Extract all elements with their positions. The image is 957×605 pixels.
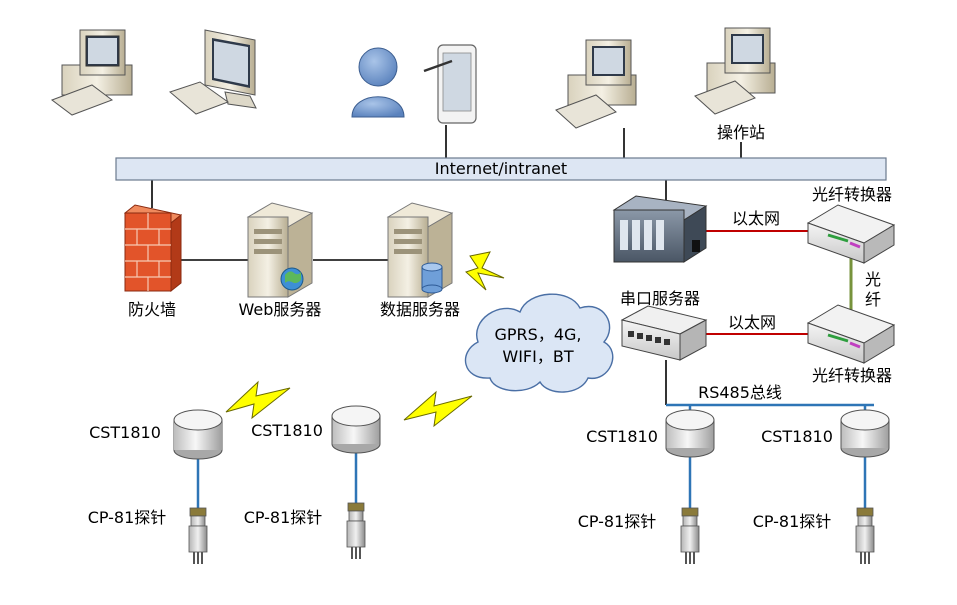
probe-icon-1 xyxy=(188,507,208,564)
probe-label-2: CP-81探针 xyxy=(244,508,323,527)
data-server-icon xyxy=(386,202,454,298)
probe-cables xyxy=(196,450,867,510)
user-icon xyxy=(351,47,405,118)
lightning-icon xyxy=(465,251,505,291)
fiber-converter-icon-top xyxy=(806,204,896,264)
converter-top-label: 光纤转换器 xyxy=(812,185,892,204)
converter-bottom-label: 光纤转换器 xyxy=(812,366,892,385)
web-server-icon xyxy=(246,202,314,298)
database-icon xyxy=(421,262,443,294)
probe-icon-3 xyxy=(680,507,700,564)
meter-icon-3 xyxy=(665,409,715,458)
meter-label-4: CST1810 xyxy=(761,427,833,446)
rs485-label: RS485总线 xyxy=(698,383,782,402)
fiber-label-char2: 纤 xyxy=(865,290,881,309)
connections xyxy=(151,125,742,405)
serial-server-rack-icon xyxy=(612,195,708,263)
fiber-label-char1: 光 xyxy=(865,270,881,289)
serial-server-label: 串口服务器 xyxy=(620,289,700,308)
firewall-icon xyxy=(123,204,183,293)
meter-icon-4 xyxy=(840,409,890,458)
internet-bus-label: Internet/intranet xyxy=(435,159,567,178)
cloud-text-line1: GPRS，4G, xyxy=(495,325,582,344)
tablet-icon xyxy=(423,44,477,124)
lightning-icon-3 xyxy=(403,390,473,428)
desktop-computer-icon-3 xyxy=(555,39,637,129)
probe-label-4: CP-81探针 xyxy=(753,512,832,531)
meter-label-2: CST1810 xyxy=(251,421,323,440)
cloud-text-line2: WIFI，BT xyxy=(502,347,573,366)
ethernet-bottom-label: 以太网 xyxy=(728,313,776,332)
meter-icon-2 xyxy=(331,405,381,454)
serial-server-switch-icon xyxy=(620,305,708,361)
probe-icon-4 xyxy=(855,507,875,564)
desktop-computer-icon xyxy=(50,29,133,116)
meter-icon-1 xyxy=(173,409,223,460)
monitor-computer-icon xyxy=(168,29,257,115)
lightning-icon-2 xyxy=(225,380,291,420)
meter-label-1: CST1810 xyxy=(89,423,161,442)
probe-icon-2 xyxy=(346,502,366,559)
wireless-cloud-icon xyxy=(464,293,614,393)
internet-bus xyxy=(115,157,887,181)
meter-label-3: CST1810 xyxy=(586,427,658,446)
probe-label-1: CP-81探针 xyxy=(88,508,167,527)
fiber-converter-icon-bottom xyxy=(806,304,896,364)
operator-station-computer-icon xyxy=(694,27,776,115)
data-server-label: 数据服务器 xyxy=(380,300,460,319)
ethernet-top-label: 以太网 xyxy=(732,209,780,228)
firewall-label: 防火墙 xyxy=(128,300,176,319)
web-server-label: Web服务器 xyxy=(239,300,322,319)
operator-station-label: 操作站 xyxy=(717,123,765,142)
probe-label-3: CP-81探针 xyxy=(578,512,657,531)
